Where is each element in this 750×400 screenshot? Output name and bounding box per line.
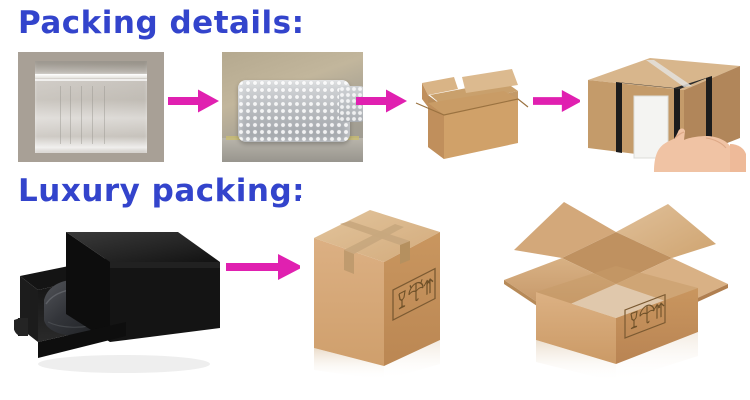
poly-bag-crease [81,86,82,144]
closed-carton-illustration [314,210,440,380]
poly-bag-crease [60,86,61,144]
poly-bag-shadow [35,61,147,77]
photo-closed-carton [300,198,452,380]
open-carton-illustration [504,202,728,382]
arrow-right-icon [168,89,219,113]
photo-drawer-gift-box [14,218,226,378]
page-title-luxury-packing: Luxury packing: [18,173,306,209]
poly-bag-crease [92,86,93,144]
bubble-wrap-floor [222,138,363,162]
poly-bag-zip-seal [35,74,147,78]
bubble-wrap-roll [238,80,350,142]
drawer-gift-box-illustration [14,232,220,373]
poly-bag-crease [70,86,71,144]
arrow-right-icon [226,254,303,280]
arrow-right-icon [533,89,583,113]
photo-open-carton [492,192,737,382]
handling-care-symbols [624,293,666,339]
photo-open-carton-with-item [408,55,530,167]
arrow-right-icon [356,89,407,113]
open-carton-illustration [415,69,529,159]
page-title-packing-details: Packing details: [18,5,305,41]
poly-bag-zip-highlight [35,79,147,81]
poly-bag-crease [104,86,105,144]
photo-strapped-carton-with-hand [580,52,746,172]
photo-poly-bag [18,52,164,162]
photo-bubble-wrap [222,52,363,162]
handling-care-symbols [392,267,436,321]
hand-illustration [654,128,746,172]
strapped-carton-illustration [588,58,746,172]
